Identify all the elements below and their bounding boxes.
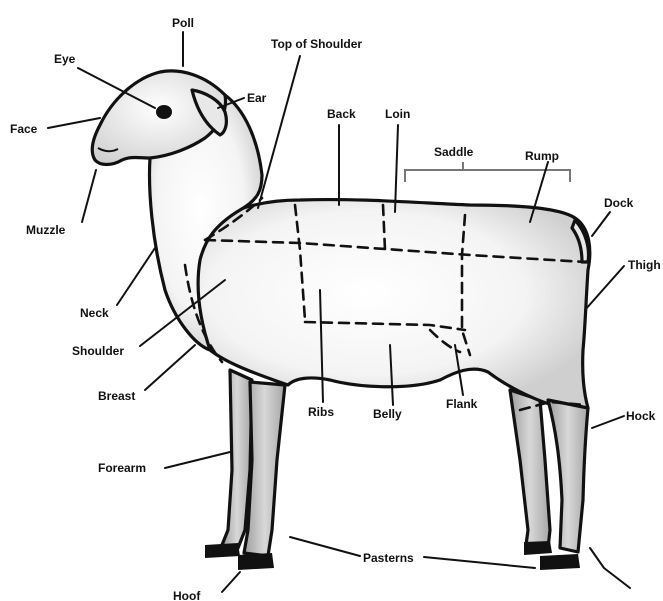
label-breast: Breast [98,389,135,403]
label-hock: Hock [626,409,656,423]
label-pasterns: Pasterns [363,551,414,565]
label-dock: Dock [604,196,634,210]
label-rump: Rump [525,149,559,163]
leader-forearm [165,452,230,468]
leader-top-of-shoulder [258,56,300,208]
label-face: Face [10,122,38,136]
eye-shape [156,105,172,119]
near-rear-leg [548,400,588,552]
label-ear: Ear [247,91,267,105]
label-hoof: Hoof [173,589,201,601]
hoof-near-rear [540,554,580,570]
leader-thigh [585,266,624,310]
leader-dock [592,212,610,236]
leader-neck [117,248,155,305]
label-poll: Poll [172,16,194,30]
label-neck: Neck [80,306,109,320]
far-rear-leg [510,390,550,548]
label-loin: Loin [385,107,410,121]
leader-breast [145,345,195,390]
label-saddle: Saddle [434,145,474,159]
label-belly: Belly [373,407,402,421]
label-eye: Eye [54,52,76,66]
leader-hock [592,416,624,428]
leader-face [48,118,100,128]
leader-muzzle [82,170,96,222]
label-thigh: Thigh [628,258,661,272]
label-forearm: Forearm [98,461,146,475]
hoof-near-front [238,553,274,570]
near-front-leg [244,382,285,556]
label-top-of-shoulder: Top of Shoulder [271,37,362,51]
hoof-far-rear [524,541,552,555]
leader-loin [395,125,398,212]
label-back: Back [327,107,356,121]
hoof-far-front [205,543,240,558]
label-flank: Flank [446,397,478,411]
label-ribs: Ribs [308,405,334,419]
leader-hoof [222,572,240,592]
label-shoulder: Shoulder [72,344,124,358]
label-muzzle: Muzzle [26,223,66,237]
